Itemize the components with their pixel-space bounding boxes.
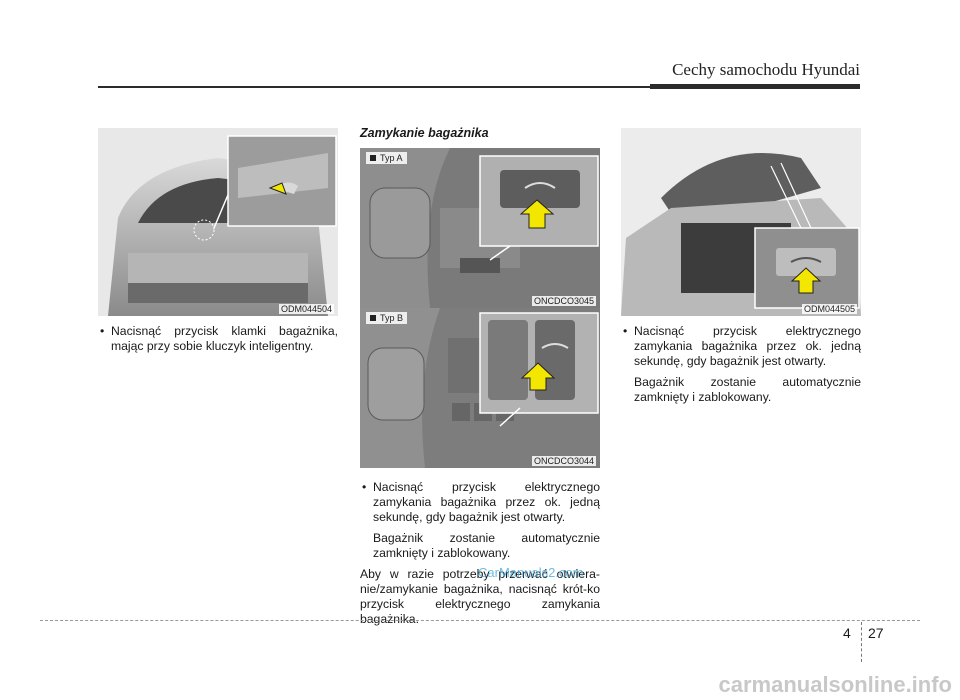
result-text: Bagażnik zostanie automatycznie zamknięt… <box>634 375 861 404</box>
header-rule-accent <box>650 84 860 89</box>
figure-type-a: Typ A ONCDCO3045 <box>360 148 600 308</box>
figure-code: ODM044505 <box>801 304 857 314</box>
footer-rule <box>40 620 920 621</box>
header-rule <box>98 86 860 88</box>
figure-type-label: Typ B <box>366 312 408 324</box>
watermark-site: carmanualsonline.info <box>718 672 953 697</box>
tailgate-panel-b-illustration <box>360 308 600 468</box>
figure-trunk-handle: ODM044504 <box>98 128 338 316</box>
chapter-number: 4 <box>843 625 851 641</box>
type-label-text: Typ A <box>380 153 403 163</box>
type-label-text: Typ B <box>380 313 404 323</box>
watermark-carmanuals: CarManuals2.com <box>478 565 584 580</box>
figure-open-trunk: ODM044505 <box>621 128 861 316</box>
column-1-text: Nacisnąć przycisk klamki bagażnika, mają… <box>98 324 338 360</box>
instruction-bullet: Nacisnąć przycisk klamki bagażnika, mają… <box>98 324 338 354</box>
instruction-bullet: Nacisnąć przycisk elektrycznego zamykani… <box>360 480 600 525</box>
figure-code: ODM044504 <box>278 304 334 314</box>
square-bullet-icon <box>370 155 376 161</box>
page-header-title: Cechy samochodu Hyundai <box>672 60 860 79</box>
page-number: 27 <box>868 625 884 641</box>
page-separator <box>861 622 862 662</box>
instruction-bullet: Nacisnąć przycisk elektrycznego zamykani… <box>621 324 861 369</box>
tailgate-panel-a-illustration <box>360 148 600 308</box>
figure-type-b: Typ B ONCDCO3044 <box>360 308 600 468</box>
figure-type-label: Typ A <box>366 152 407 164</box>
column-2-text: Nacisnąć przycisk elektrycznego zamykani… <box>360 480 600 627</box>
car-rear-illustration <box>98 128 338 316</box>
note-paragraph: Aby w razie potrzeby przerwać otwiera-ni… <box>360 567 600 626</box>
square-bullet-icon <box>370 315 376 321</box>
figure-code: ONCDCO3044 <box>531 456 596 466</box>
column-3-text: Nacisnąć przycisk elektrycznego zamykani… <box>621 324 861 411</box>
result-text: Bagażnik zostanie automatycznie zamknięt… <box>373 531 600 560</box>
figure-code: ONCDCO3045 <box>531 296 596 306</box>
open-trunk-illustration <box>621 128 861 316</box>
section-heading: Zamykanie bagażnika <box>360 126 489 140</box>
